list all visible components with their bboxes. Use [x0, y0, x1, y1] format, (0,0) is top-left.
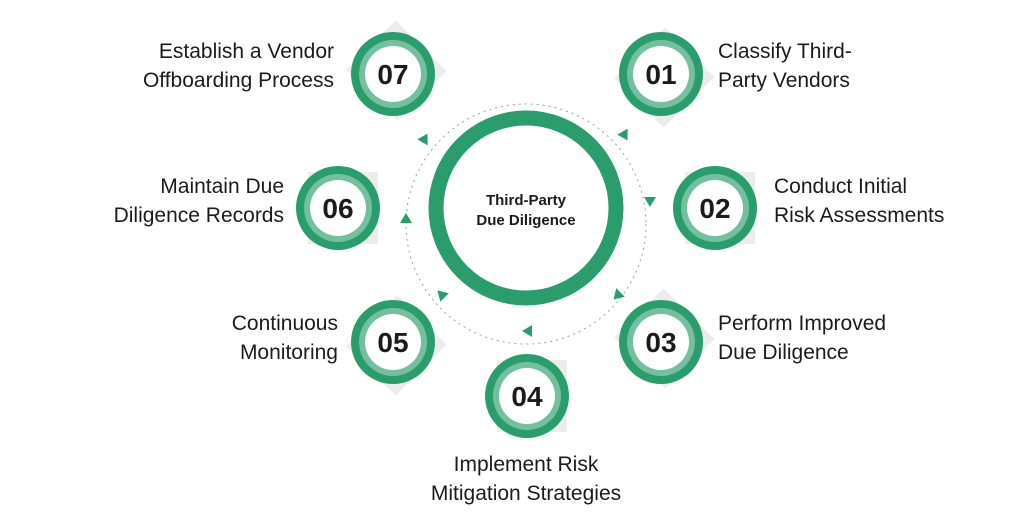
- flow-arrow-6: [400, 213, 412, 223]
- step-06-label-line2: Diligence Records: [113, 204, 284, 227]
- flow-arrow-3: [613, 288, 625, 300]
- step-01-inner-circle: [633, 46, 689, 102]
- step-04-label: Implement Risk Mitigation Strategies: [404, 450, 648, 508]
- step-02-label-line1: Conduct Initial: [774, 175, 908, 198]
- step-04-label-line2: Mitigation Strategies: [430, 482, 622, 505]
- step-node-05: 05: [346, 295, 447, 396]
- step-05-inner-circle: [365, 314, 421, 370]
- flow-arrow-5: [437, 290, 449, 302]
- step-node-03: 03: [614, 288, 715, 389]
- step-01-label-line2: Party Vendors: [718, 69, 850, 92]
- step-node-02: 02: [673, 166, 757, 250]
- step-04-number: 04: [511, 381, 543, 412]
- dotted-orbit-ring: [405, 103, 647, 345]
- step-03-number: 03: [645, 327, 676, 358]
- step-04-inner-circle: [499, 368, 555, 424]
- step-06-number: 06: [322, 193, 353, 224]
- step-02-inner-circle: [687, 180, 743, 236]
- step-06-inner-circle: [310, 180, 366, 236]
- flow-arrow-4: [522, 325, 532, 337]
- flow-arrow-7: [417, 133, 428, 146]
- flow-arrow-1: [617, 128, 628, 141]
- flow-arrow-2: [644, 197, 656, 207]
- step-05-number: 05: [377, 327, 408, 358]
- step-03-label-line1: Perform Improved: [718, 312, 887, 335]
- step-node-01: 01: [614, 27, 715, 128]
- step-03-inner-circle: [633, 314, 689, 370]
- step-06-label: Maintain Due Diligence Records: [60, 172, 284, 230]
- step-02-label-line2: Risk Assessments: [774, 204, 945, 227]
- step-node-04: 04: [485, 354, 569, 438]
- step-02-number: 02: [699, 193, 730, 224]
- step-07-label-line2: Offboarding Process: [142, 69, 334, 92]
- center-title-line2: Due Diligence: [476, 212, 575, 229]
- step-03-label-line2: Due Diligence: [718, 341, 849, 364]
- step-01-label: Classify Third- Party Vendors: [718, 37, 852, 95]
- step-07-number: 07: [377, 59, 408, 90]
- step-05-label-line2: Monitoring: [239, 341, 338, 364]
- step-node-07: 07: [346, 20, 447, 121]
- step-node-06: 06: [296, 166, 380, 250]
- step-04-label-line1: Implement Risk: [453, 453, 599, 476]
- step-01-label-line1: Classify Third-: [718, 40, 852, 63]
- step-07-label-line1: Establish a Vendor: [158, 40, 334, 63]
- step-07-label: Establish a Vendor Offboarding Process: [100, 37, 334, 95]
- step-07-inner-circle: [365, 46, 421, 102]
- step-01-number: 01: [645, 59, 676, 90]
- step-05-label-line1: Continuous: [231, 312, 338, 335]
- step-03-label: Perform Improved Due Diligence: [718, 309, 886, 367]
- step-02-label: Conduct Initial Risk Assessments: [774, 172, 944, 230]
- center-title-line1: Third-Party: [486, 192, 567, 209]
- step-06-label-line1: Maintain Due: [160, 175, 284, 198]
- step-05-label: Continuous Monitoring: [140, 309, 338, 367]
- center-hub-ring: [428, 110, 624, 306]
